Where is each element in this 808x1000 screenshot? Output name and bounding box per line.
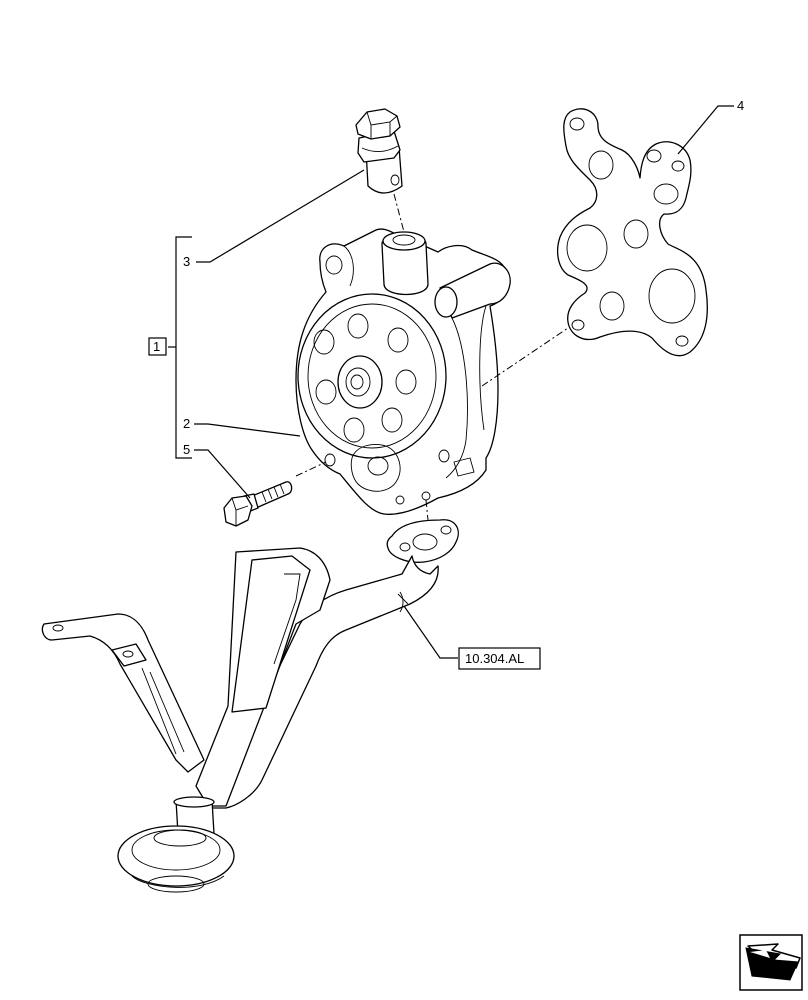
alignment-lines [295, 193, 569, 521]
group-bracket [168, 236, 192, 459]
vacuum-pump [295, 228, 511, 515]
gasket [557, 108, 708, 357]
bolt [223, 481, 293, 527]
callout-1-box [148, 337, 167, 356]
oil-pickup-tube [41, 519, 459, 893]
leader-lines [194, 105, 734, 659]
callout-3: 3 [183, 254, 190, 269]
callout-5: 5 [183, 442, 190, 457]
callout-4: 4 [737, 98, 744, 113]
reference-label[interactable]: 10.304.AL [465, 651, 524, 666]
callout-2: 2 [183, 416, 190, 431]
plug-fitting [355, 108, 403, 194]
reference-link[interactable]: 10.304.AL [458, 647, 541, 670]
previous-page-arrow-icon[interactable] [739, 934, 803, 991]
callout-1: 1 [153, 339, 160, 354]
